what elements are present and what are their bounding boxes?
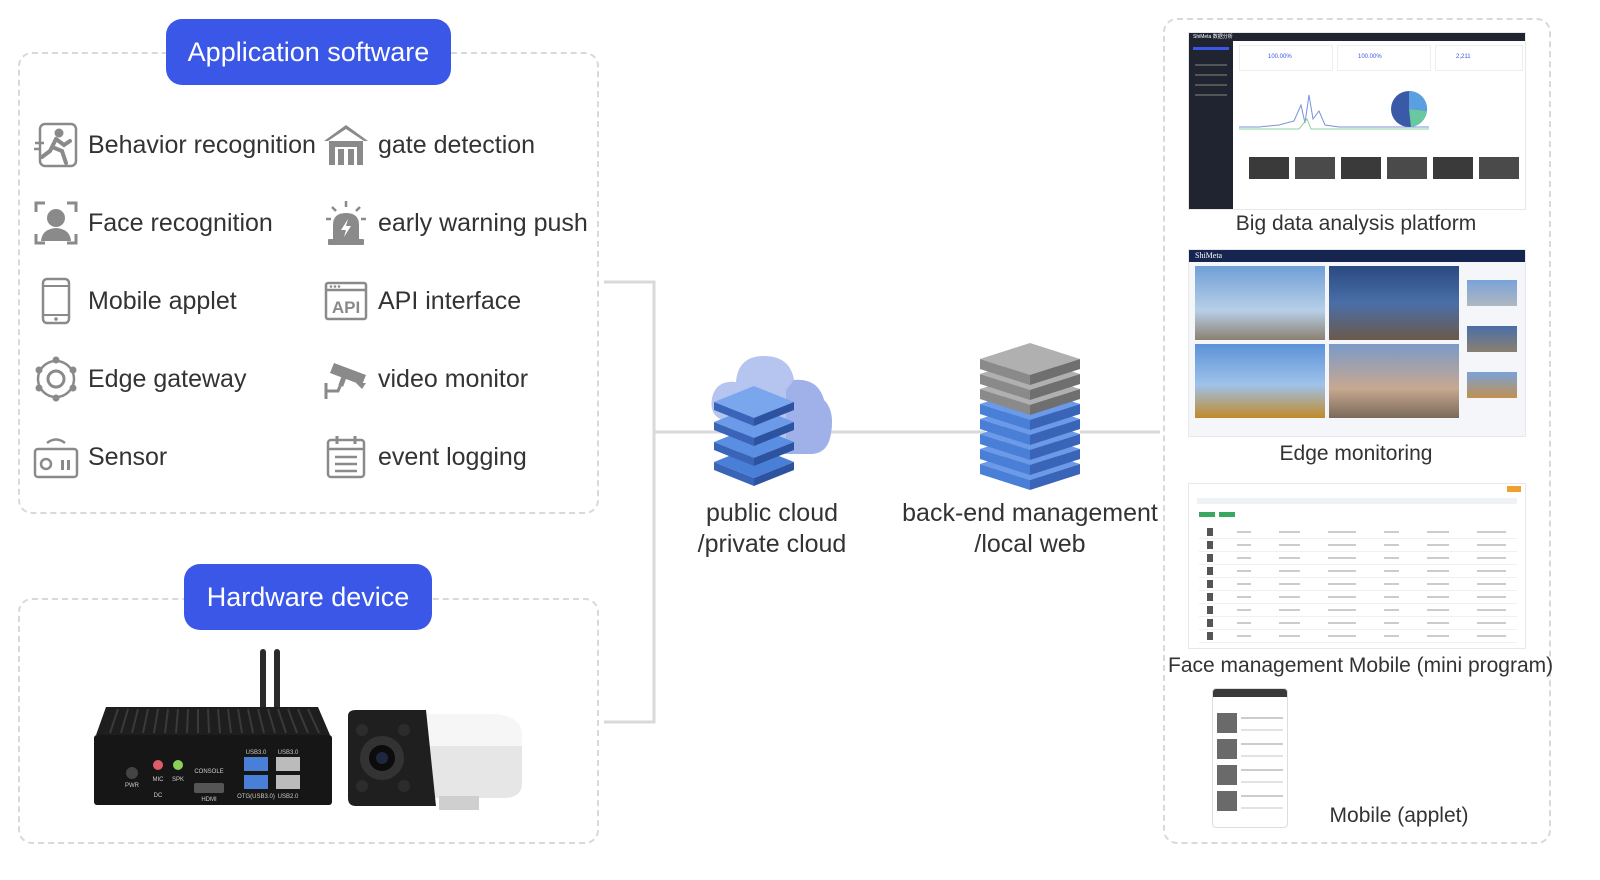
camera-feed (1329, 344, 1459, 418)
feature-label: API interface (378, 286, 522, 315)
feature-label: Face recognition (88, 208, 273, 237)
camera-feed (1195, 266, 1325, 340)
feature-label: Sensor (88, 442, 168, 471)
api-window-icon: API (324, 281, 368, 321)
hardware-device-title: Hardware device (184, 564, 432, 630)
big-data-dashboard-screenshot: ShiMeta 数据分析 100.00% 100.00% 2,211 (1188, 32, 1526, 210)
table-row (1199, 591, 1517, 604)
mobile-phone-icon (41, 277, 71, 325)
backend-label-line1: back-end management (902, 499, 1158, 527)
svg-text:API: API (332, 298, 360, 317)
feature-face-recognition: Face recognition (32, 198, 273, 248)
feature-sensor: Sensor (32, 432, 167, 482)
table-row (1199, 630, 1517, 643)
feature-event-logging: event logging (322, 432, 527, 482)
running-person-icon (34, 122, 78, 168)
feature-label: event logging (378, 442, 527, 471)
monitor-brand: ShiMeta (1195, 251, 1223, 260)
list-item (1217, 765, 1283, 787)
table-row (1199, 578, 1517, 591)
dashboard-topbar: ShiMeta 数据分析 (1189, 33, 1525, 41)
port-label-dc: DC (154, 793, 163, 799)
alarm-light-icon (326, 201, 366, 245)
sensor-icon (33, 438, 79, 479)
dashboard-pie-chart (1391, 90, 1428, 127)
camera-feed (1467, 326, 1517, 352)
cloud-stack-icon (711, 356, 832, 486)
backend-label: back-end management /local web (900, 498, 1160, 560)
gateway-hub-icon (35, 356, 77, 402)
feature-gate-detection: gate detection (322, 120, 535, 170)
edge-box-device: MIC SPK PWR DC CONSOLE HDMI USB3.0 USB3.… (94, 649, 332, 805)
port-label-usb2: USB2.0 (278, 794, 299, 800)
output-label-face-management: Face management Mobile (mini program) (1168, 654, 1554, 677)
mobile-applet-screenshot (1212, 688, 1288, 828)
cloud-label-line1: public cloud (705, 499, 839, 527)
feature-label: Edge gateway (88, 364, 247, 393)
stat-value: 100.00% (1358, 54, 1382, 60)
list-item (1217, 739, 1283, 761)
gate-icon (324, 125, 368, 165)
application-software-title: Application software (166, 19, 451, 85)
table-row (1199, 617, 1517, 630)
backend-label-line2: /local web (974, 530, 1086, 558)
output-label-mobile-applet: Mobile (applet) (1329, 804, 1469, 827)
camera-feed (1195, 344, 1325, 418)
feature-edge-gateway: Edge gateway (32, 354, 246, 404)
feature-api-interface: API API interface (322, 276, 521, 326)
feature-mobile-applet: Mobile applet (32, 276, 237, 326)
output-panel (1163, 18, 1551, 844)
feature-label: video monitor (378, 364, 529, 393)
list-item (1217, 791, 1283, 813)
calendar-log-icon (326, 436, 366, 479)
dashboard-brand: ShiMeta 数据分析 (1193, 34, 1233, 40)
dashboard-line-chart (1239, 94, 1429, 130)
port-label-usb3-a: USB3.0 (246, 750, 267, 756)
cloud-label-line2: /private cloud (697, 530, 847, 558)
port-label-console: CONSOLE (194, 769, 223, 775)
cloud-label: public cloud /private cloud (672, 498, 872, 560)
feature-early-warning-push: early warning push (322, 198, 588, 248)
port-label-spk: SPK (172, 777, 184, 783)
feature-label: Mobile applet (88, 286, 237, 315)
output-label-big-data: Big data analysis platform (1235, 212, 1477, 235)
face-table (1199, 526, 1517, 643)
feature-label: early warning push (378, 208, 588, 237)
cctv-camera-icon (324, 363, 366, 399)
feature-label: Behavior recognition (88, 130, 316, 159)
edge-monitoring-screenshot: ShiMeta (1188, 249, 1526, 437)
camera-feed (1467, 372, 1517, 398)
port-label-mic: MIC (153, 777, 165, 783)
face-scan-icon (34, 201, 78, 245)
port-label-otg: OTG(USB3.0) (237, 794, 275, 800)
stat-value: 100.00% (1268, 54, 1292, 60)
table-row (1199, 565, 1517, 578)
bullet-camera-device (348, 710, 522, 810)
feature-label: gate detection (378, 130, 536, 159)
table-row (1199, 526, 1517, 539)
table-row (1199, 539, 1517, 552)
table-row (1199, 604, 1517, 617)
monitor-topbar: ShiMeta (1189, 250, 1525, 262)
port-label-pwr: PWR (125, 783, 140, 789)
port-label-usb3-b: USB3.0 (278, 750, 299, 756)
camera-feed (1467, 280, 1517, 306)
port-label-hdmi: HDMI (201, 797, 217, 803)
server-stack-icon (980, 343, 1080, 490)
feature-behavior-recognition: Behavior recognition (32, 120, 316, 170)
list-item (1217, 713, 1283, 735)
dashboard-thumbnails (1249, 157, 1519, 179)
face-management-screenshot (1188, 483, 1526, 649)
output-label-edge-monitoring: Edge monitoring (1279, 442, 1433, 465)
mobile-list (1217, 713, 1283, 819)
stat-value: 2,211 (1456, 54, 1471, 60)
dashboard-sidebar (1189, 33, 1233, 209)
camera-feed (1329, 266, 1459, 340)
table-row (1199, 552, 1517, 565)
feature-video-monitor: video monitor (322, 354, 528, 404)
